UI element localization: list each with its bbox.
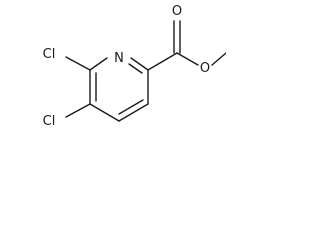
double-bond-c3-c4 — [118, 99, 144, 115]
atom-label-ring-nitrogen: N — [114, 51, 124, 66]
bond-n1-c2 — [130, 57, 149, 71]
bond-c5-cl — [65, 103, 91, 118]
bond-ester-o-methyl — [211, 52, 226, 66]
chemical-structure: N O O Cl Cl — [43, 4, 226, 129]
bond-c2-carbonyl-carbon — [147, 52, 178, 71]
bond-c3-c4 — [118, 103, 149, 122]
bond-c6-cl — [65, 56, 91, 71]
methyl-ester-group — [147, 20, 226, 71]
bond-c6-n1 — [89, 57, 108, 71]
atom-label-carbonyl-oxygen: O — [172, 4, 182, 19]
atom-label-chlorine-6: Cl — [43, 47, 56, 62]
chlorine-substituents — [65, 56, 91, 118]
pyridine-ring — [89, 57, 149, 122]
atom-label-ester-oxygen: O — [200, 61, 210, 76]
atom-label-chlorine-5: Cl — [43, 114, 56, 129]
bond-carbonyl-c-ester-o — [176, 52, 199, 66]
bond-c4-c5 — [89, 103, 120, 122]
double-bond-c2-n1 — [128, 63, 143, 74]
